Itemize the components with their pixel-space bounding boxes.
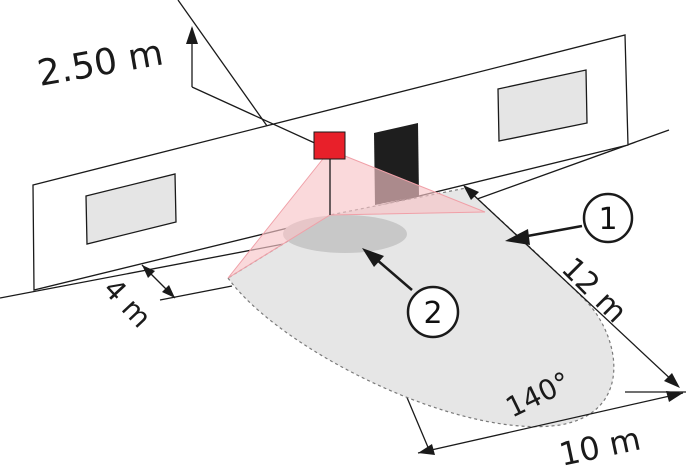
width-near-dimension: [141, 264, 176, 299]
range-dimension: [463, 185, 680, 388]
width-near-label: 4 m: [97, 272, 158, 334]
height-dimension: [186, 26, 331, 151]
callout-2-number: 2: [423, 296, 442, 331]
width-far-dimension: [417, 391, 686, 455]
sensor-icon: [313, 131, 346, 160]
callout-2: 2: [362, 248, 460, 339]
callout-1: 1: [505, 192, 634, 245]
right-window: [497, 69, 588, 142]
callout-1-number: 1: [598, 202, 617, 237]
height-label: 2.50 m: [34, 32, 166, 94]
left-window: [85, 173, 177, 245]
width-far-label: 10 m: [556, 420, 644, 468]
